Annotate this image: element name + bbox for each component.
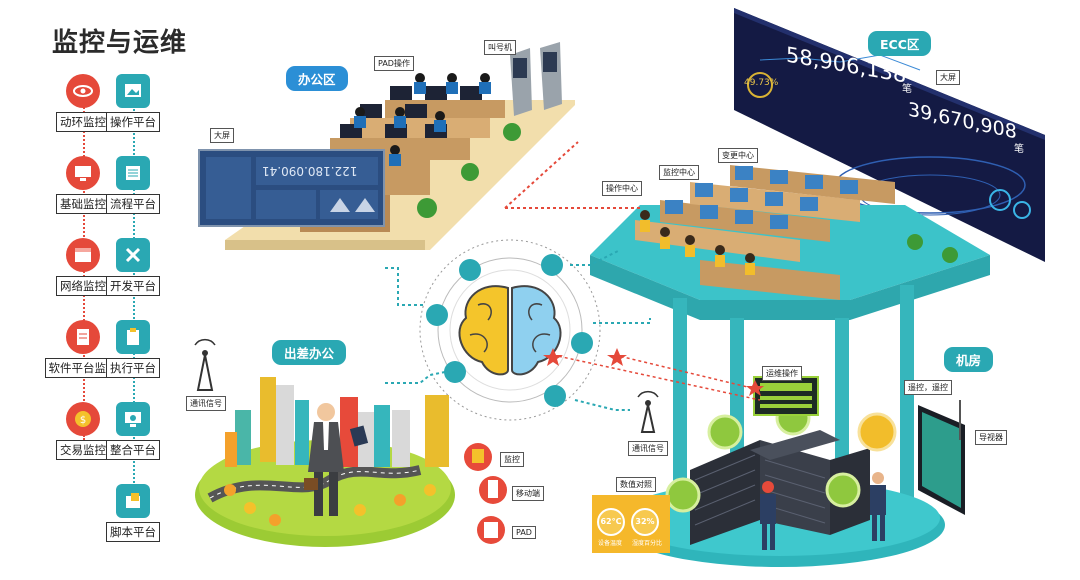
- zone-machine-room-label: 机房: [944, 347, 994, 372]
- monitor-item-software[interactable]: 软件平台监控: [28, 320, 138, 378]
- temp-label: 设备温度: [598, 540, 623, 547]
- zone-office-label: 办公区: [286, 66, 348, 91]
- monitor-item-label: 软件平台监控: [44, 358, 122, 378]
- monitor-item-label: 交易监控: [56, 440, 110, 460]
- humidity-value: 32%: [635, 517, 655, 526]
- document-icon: [66, 320, 100, 354]
- travel-signal-tag: 通讯信号: [186, 396, 226, 411]
- machine-antenna: [637, 390, 659, 433]
- caller-machine-tag: 叫号机: [484, 40, 516, 55]
- platform-item-dev[interactable]: 开发平台: [78, 238, 188, 296]
- ecc-unit-2: 笔: [1014, 144, 1024, 155]
- ops-center-tag: 操作中心: [602, 181, 642, 196]
- monitor-item-label: 基础监控: [56, 194, 110, 214]
- platform-item-label: 执行平台: [106, 358, 160, 378]
- zone-ecc-label: ECC区: [868, 31, 932, 56]
- ops-operation-tag: 运维操作: [762, 366, 802, 381]
- zone-travel-label: 出差办公: [272, 340, 347, 365]
- connector-lines: [385, 141, 761, 411]
- platform-item-script[interactable]: 脚本平台: [78, 484, 188, 542]
- machine-room: [615, 376, 965, 567]
- platform-item-label: 整合平台: [106, 440, 160, 460]
- platform-item-label: 脚本平台: [106, 522, 160, 542]
- platform-item-label: 开发平台: [106, 276, 160, 296]
- platform-item-exec[interactable]: 执行平台: [78, 320, 188, 378]
- office-screen-number: 122.180.090.41: [262, 164, 358, 178]
- platform-connector-line: [133, 98, 135, 498]
- pad-device-tag: PAD: [512, 526, 536, 539]
- platform-item-label: 操作平台: [106, 112, 160, 132]
- spark-icons: [543, 348, 764, 396]
- svg-text:$: $: [80, 415, 86, 426]
- humidity-label: 湿度百分比: [632, 540, 663, 547]
- ecc-unit-1: 笔: [902, 84, 912, 95]
- remote-control-tag: 遥控，遥控: [904, 380, 952, 395]
- monitor-item-label: 网络监控: [56, 276, 110, 296]
- list-icon: [116, 156, 150, 190]
- guide-screen-tag: 导视器: [975, 430, 1007, 445]
- monitor-gear-icon: [116, 402, 150, 436]
- monitor-device-tag: 监控: [500, 452, 524, 467]
- platform-item-operation[interactable]: 操作平台: [78, 74, 188, 132]
- room-signal-tag: 通讯信号: [628, 441, 668, 456]
- page-title: 监控与运维: [52, 28, 188, 58]
- travel-platform: [194, 338, 507, 547]
- clipboard-icon: [116, 320, 150, 354]
- platform-item-label: 流程平台: [106, 194, 160, 214]
- monitor-item-network[interactable]: 网络监控: [28, 238, 138, 296]
- monitor-item-base[interactable]: 基础监控: [28, 156, 138, 214]
- mobile-device-tag: 移动端: [512, 486, 544, 501]
- ecc-percent: 49.73%: [744, 78, 779, 88]
- monitor-icon: [66, 156, 100, 190]
- monitor-item-trade[interactable]: $ 交易监控: [28, 402, 138, 460]
- monitor-center-tag: 监控中心: [659, 165, 699, 180]
- pad-operation-tag: PAD操作: [374, 56, 414, 71]
- image-icon: [116, 74, 150, 108]
- ecc-platform: [590, 165, 990, 548]
- change-center-tag: 变更中心: [718, 148, 758, 163]
- office-platform: [198, 42, 575, 250]
- data-readout-board: [592, 495, 670, 553]
- script-icon: [116, 484, 150, 518]
- office-big-screen-tag: 大屏: [210, 128, 234, 143]
- browser-icon: [66, 238, 100, 272]
- platform-item-integrate[interactable]: 整合平台: [78, 402, 188, 460]
- temp-value: 62°C: [600, 517, 622, 526]
- data-readout-title: 数值对照: [616, 477, 656, 492]
- ecc-big-screen: [734, 8, 1045, 262]
- brain-hub: [419, 239, 601, 421]
- platform-item-process[interactable]: 流程平台: [78, 156, 188, 214]
- ecc-big-screen-tag: 大屏: [936, 70, 960, 85]
- monitor-item-env[interactable]: 动环监控: [28, 74, 138, 132]
- coin-icon: $: [66, 402, 100, 436]
- tools-icon: [116, 238, 150, 272]
- eye-icon: [66, 74, 100, 108]
